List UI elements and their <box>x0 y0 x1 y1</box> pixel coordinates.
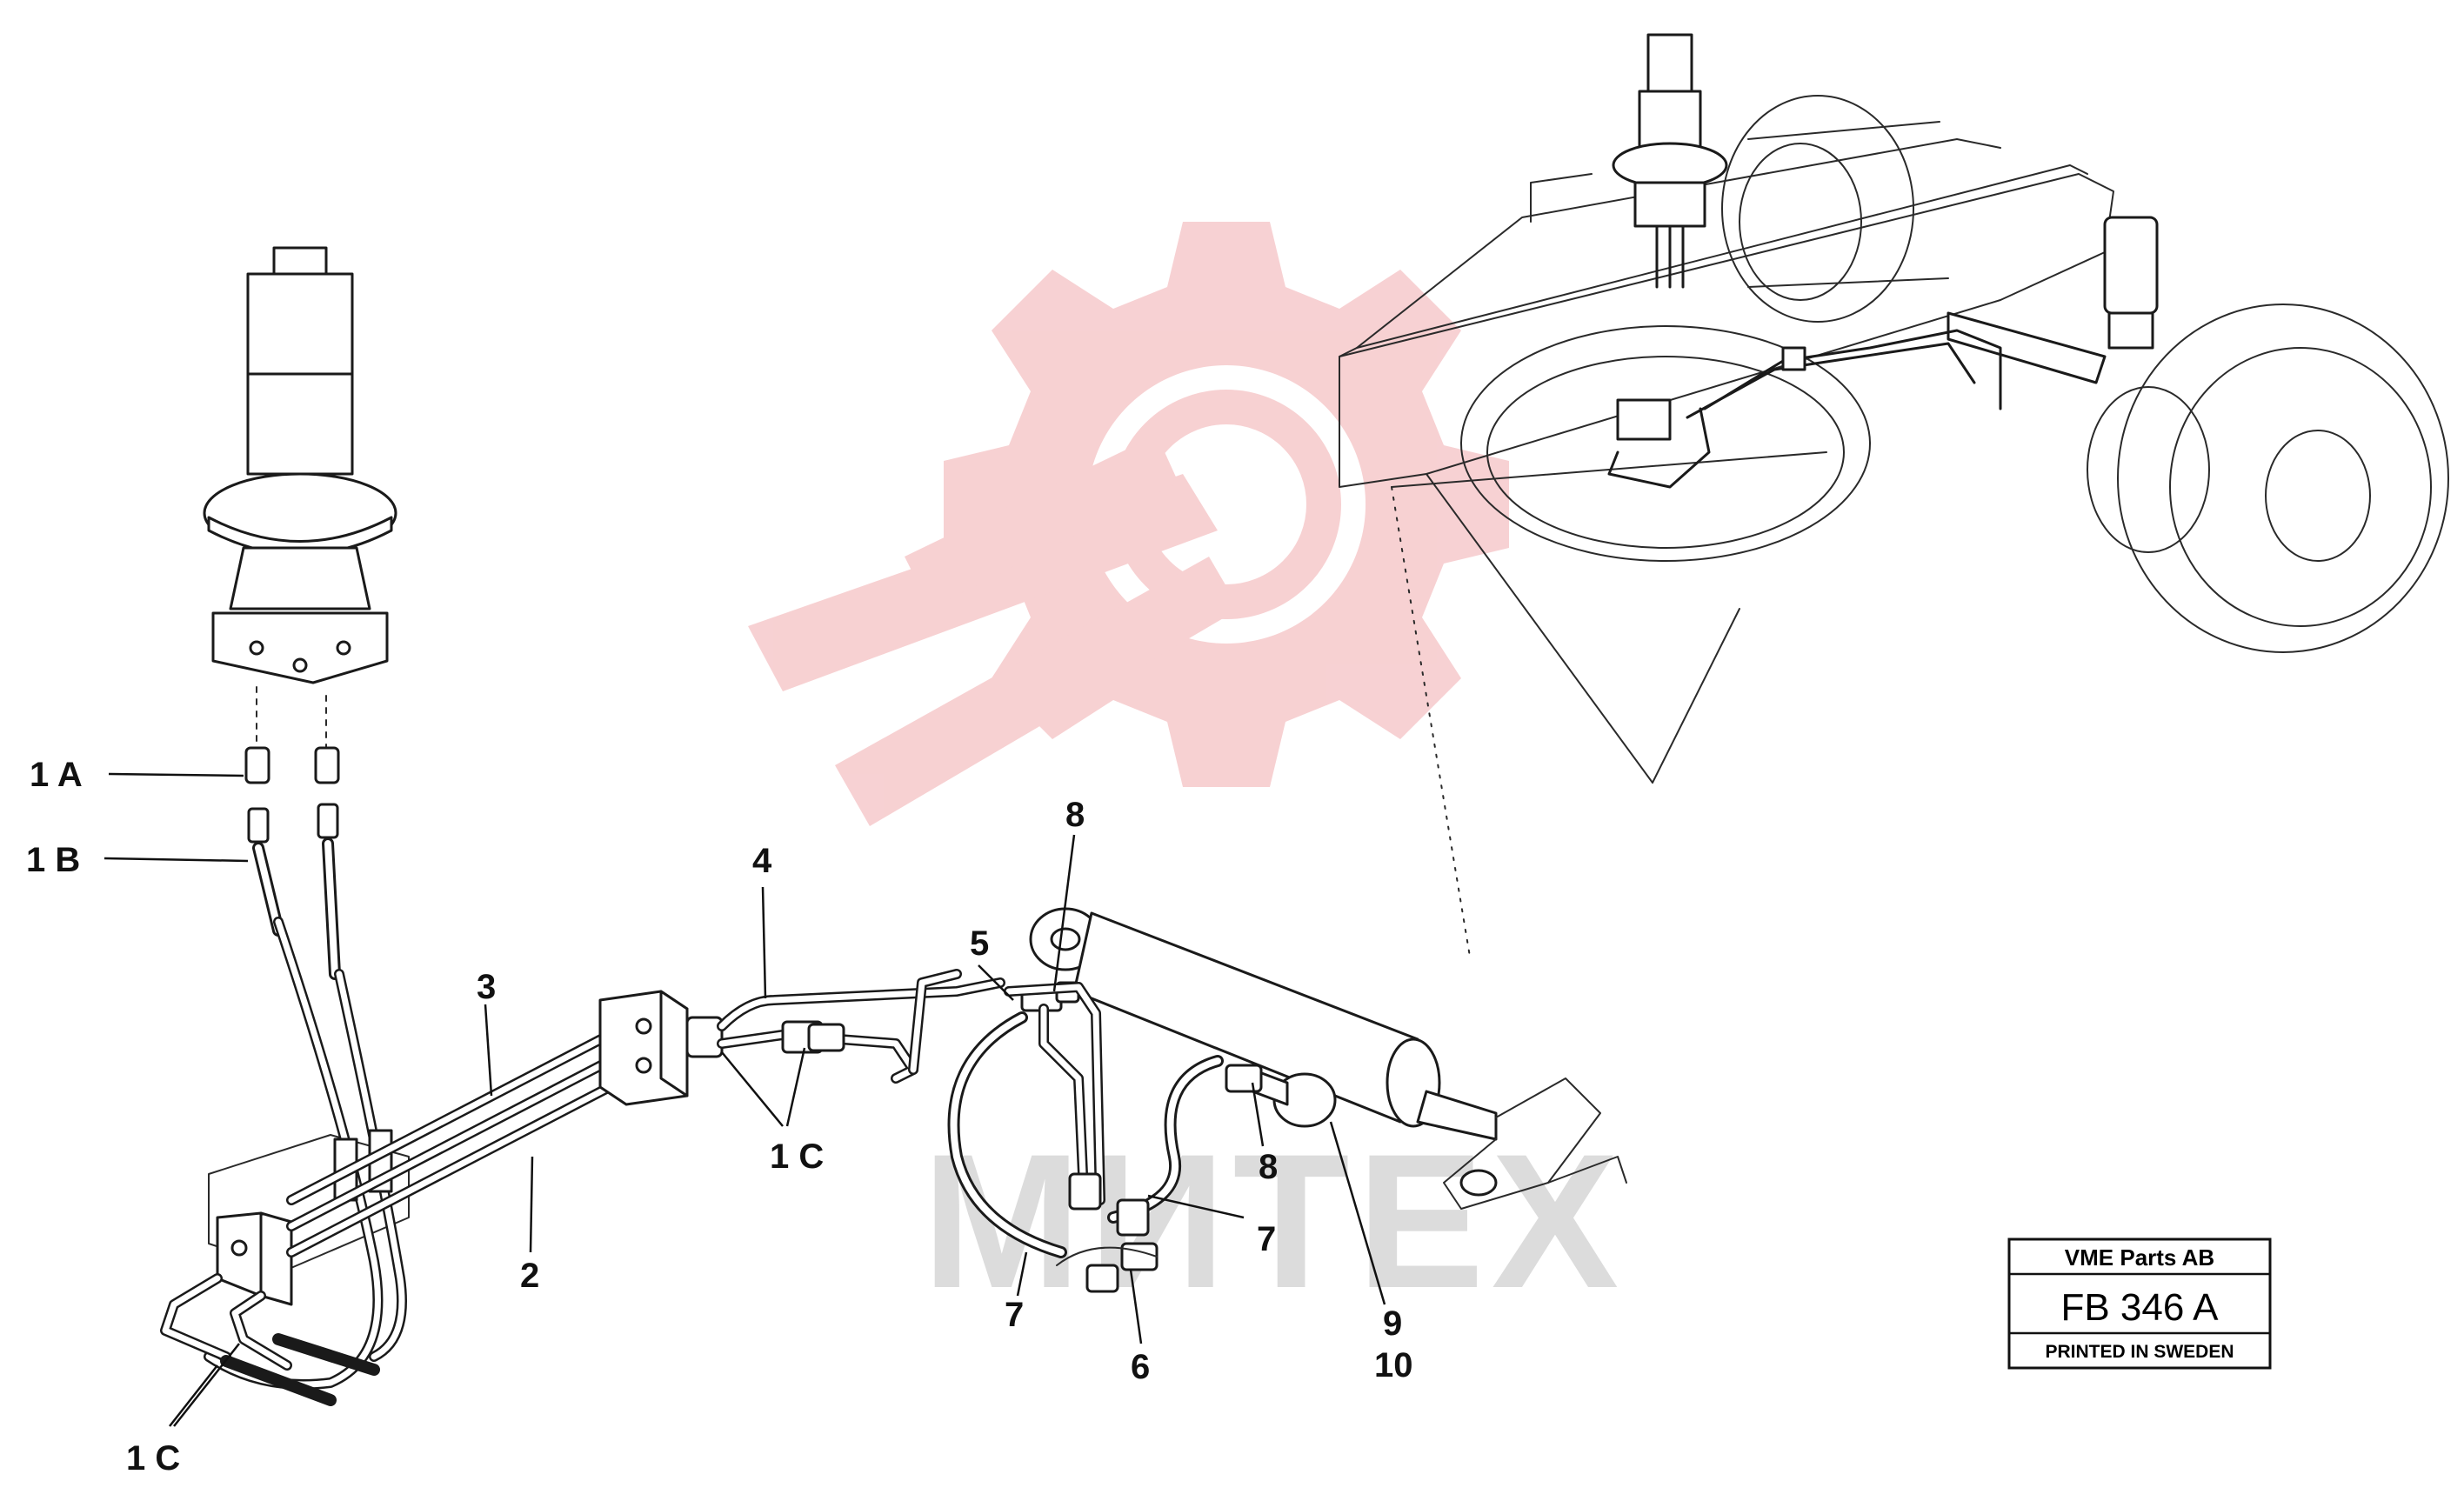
callout-6: 6 <box>1131 1348 1150 1386</box>
title-block-company: VME Parts AB <box>2065 1244 2214 1271</box>
callout-8-low: 8 <box>1259 1148 1278 1186</box>
title-block: VME Parts AB FB 346 A PRINTED IN SWEDEN <box>2007 1237 2272 1370</box>
watermark-text: МИТЕХ <box>922 1114 1626 1328</box>
leader-lines <box>104 772 1386 1427</box>
callout-7-right: 7 <box>1257 1220 1276 1258</box>
callout-9: 9 <box>1383 1304 1402 1343</box>
callout-10: 10 <box>1374 1346 1413 1384</box>
pipe-4 <box>717 969 1005 1084</box>
callout-1c-left: 1 C <box>126 1439 180 1478</box>
callout-1b: 1 B <box>26 841 80 879</box>
fitting-1a <box>244 746 340 784</box>
title-block-drawing-code: FB 346 A <box>2060 1286 2219 1329</box>
watermark-gear-icon <box>748 222 1509 826</box>
callout-labels: 1 A 1 B 3 2 4 5 8 8 7 7 6 9 10 1 C 1 C <box>26 756 1413 1478</box>
machine-frame-drawing <box>1339 33 2449 957</box>
callout-5: 5 <box>970 924 989 963</box>
callout-2: 2 <box>520 1257 539 1295</box>
callout-3: 3 <box>477 968 496 1006</box>
pipe-2-3 <box>286 1021 631 1258</box>
callout-1a: 1 A <box>30 756 83 794</box>
callout-1c-mid: 1 C <box>770 1137 824 1176</box>
title-block-footer: PRINTED IN SWEDEN <box>2045 1342 2234 1362</box>
hydraulic-cylinder <box>1029 907 1627 1210</box>
callout-8-top: 8 <box>1065 796 1085 834</box>
hose-1b <box>247 803 341 980</box>
middle-manifold <box>598 990 724 1106</box>
pedal-valve <box>203 246 397 749</box>
hoses-5-6-7-8 <box>947 981 1263 1293</box>
callout-4: 4 <box>752 842 772 880</box>
callout-7-left: 7 <box>1005 1296 1024 1334</box>
left-manifold <box>160 917 410 1406</box>
